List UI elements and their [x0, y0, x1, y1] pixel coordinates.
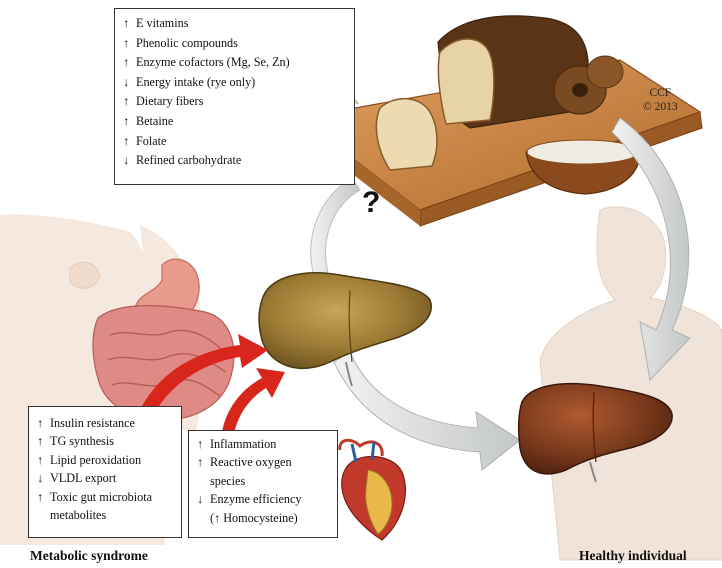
list-item: ↑Folate	[123, 132, 346, 152]
list-item-text: Insulin resistance	[50, 416, 135, 430]
direction-arrow: ↑	[197, 435, 210, 453]
list-item: ↑Inflammation	[197, 435, 329, 453]
list-item: ↑Phenolic compounds	[123, 34, 346, 54]
list-item: ↑TG synthesis	[37, 432, 173, 450]
direction-arrow: ↑	[123, 34, 136, 54]
list-item: ↓Refined carbohydrate	[123, 151, 346, 171]
list-item-text: Toxic gut microbiota	[50, 490, 152, 504]
list-item-text: Dietary fibers	[136, 94, 203, 108]
list-item-text: species	[210, 474, 245, 488]
list-item: ↑E vitamins	[123, 14, 346, 34]
credit-line-1: CCF	[643, 86, 678, 100]
direction-arrow: ↑	[123, 112, 136, 132]
credit-line-2: © 2013	[643, 100, 678, 114]
list-item: ↑Enzyme cofactors (Mg, Se, Zn)	[123, 53, 346, 73]
list-item: ↑Dietary fibers	[123, 92, 346, 112]
list-item-text: Refined carbohydrate	[136, 153, 241, 167]
direction-arrow: ↑	[37, 432, 50, 450]
list-item: ↑Toxic gut microbiota	[37, 488, 173, 506]
list-item-text: E vitamins	[136, 16, 188, 30]
heart	[340, 440, 406, 540]
list-item-text: VLDL export	[50, 471, 116, 485]
question-mark: ?	[362, 186, 380, 220]
direction-arrow: ↑	[197, 453, 210, 471]
list-item: ↑Lipid peroxidation	[37, 451, 173, 469]
direction-arrow: ↑	[37, 451, 50, 469]
list-item-text: Enzyme cofactors (Mg, Se, Zn)	[136, 55, 290, 69]
list-item-text: Betaine	[136, 114, 173, 128]
healthy-individual-label: Healthy individual	[579, 548, 687, 564]
direction-arrow: ↑	[37, 488, 50, 506]
direction-arrow: ↑	[37, 414, 50, 432]
list-item: ↑Betaine	[123, 112, 346, 132]
direction-arrow: ↑	[123, 92, 136, 112]
list-item: ↑Reactive oxygen	[197, 453, 329, 471]
list-item: ↑Insulin resistance	[37, 414, 173, 432]
direction-arrow: ↓	[123, 73, 136, 93]
list-item-text: TG synthesis	[50, 434, 114, 448]
list-item-text: Folate	[136, 134, 166, 148]
list-item-text: Reactive oxygen	[210, 455, 292, 469]
list-item: species	[197, 472, 329, 490]
metabolic-risks-box: ↑Insulin resistance↑TG synthesis↑Lipid p…	[28, 406, 182, 538]
list-item-text: (↑ Homocysteine)	[210, 511, 298, 525]
direction-arrow: ↑	[123, 14, 136, 34]
list-item-text: metabolites	[50, 508, 106, 522]
list-item: metabolites	[37, 506, 173, 524]
list-item: ↓Enzyme efficiency	[197, 490, 329, 508]
list-item: ↓VLDL export	[37, 469, 173, 487]
direction-arrow: ↓	[197, 490, 210, 508]
list-item-text: Lipid peroxidation	[50, 453, 141, 467]
list-item-text: Inflammation	[210, 437, 276, 451]
metabolic-syndrome-label: Metabolic syndrome	[30, 548, 148, 564]
list-item-text: Enzyme efficiency	[210, 492, 301, 506]
list-item-text: Energy intake (rye only)	[136, 75, 255, 89]
direction-arrow: ↓	[123, 151, 136, 171]
direction-arrow: ↓	[37, 469, 50, 487]
list-item: ↓Energy intake (rye only)	[123, 73, 346, 93]
list-item: (↑ Homocysteine)	[197, 509, 329, 527]
whole-grain-foods	[298, 16, 702, 226]
copyright-credit: CCF © 2013	[643, 86, 678, 114]
direction-arrow: ↑	[123, 132, 136, 152]
direction-arrow: ↑	[123, 53, 136, 73]
whole-grain-benefits-box: ↑E vitamins↑Phenolic compounds↑Enzyme co…	[114, 8, 355, 185]
list-item-text: Phenolic compounds	[136, 36, 238, 50]
